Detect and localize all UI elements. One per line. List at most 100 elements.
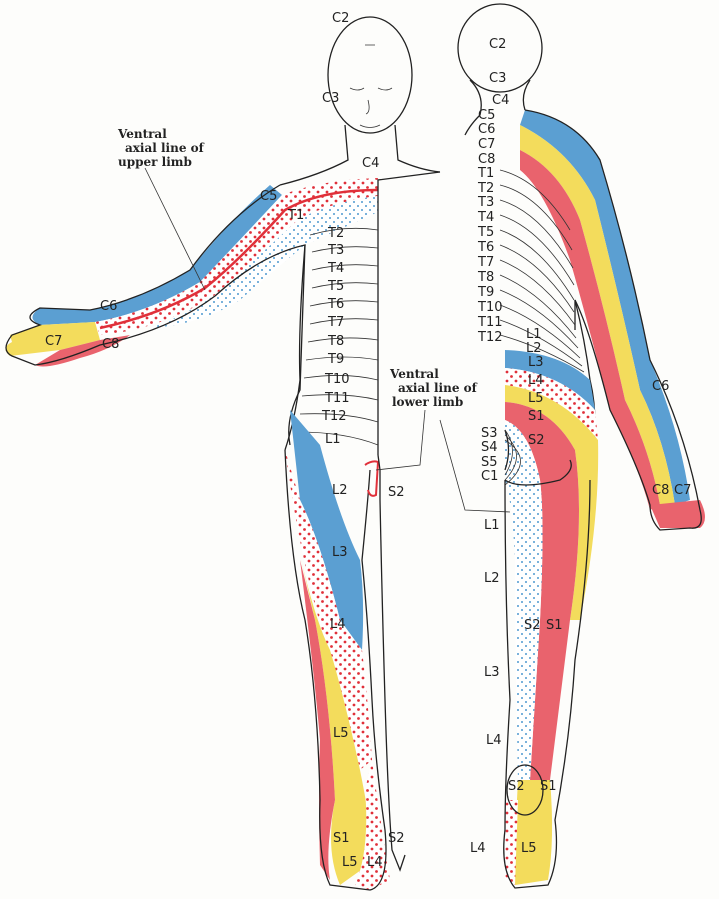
front-left-leg-outline	[377, 454, 406, 872]
label: S2	[388, 485, 405, 500]
back-arm-outline	[524, 109, 702, 531]
label: T7	[327, 315, 344, 330]
label: L1	[526, 327, 542, 342]
front-face-features	[349, 44, 393, 128]
back-trunk-dermatome-lines	[499, 169, 585, 373]
back-heel	[506, 764, 544, 816]
back-arm-c6-blue	[520, 110, 690, 505]
back-leg-l4-yellow-foot	[515, 780, 553, 885]
label: L2	[526, 341, 542, 356]
annotation-line: Ventral	[117, 127, 167, 141]
front-arm-c5-band	[95, 178, 378, 335]
label: C6	[652, 379, 669, 394]
back-arm-c8-red	[520, 150, 660, 510]
label: L2	[332, 483, 348, 498]
front-leg-l3-dots	[285, 450, 372, 770]
label: L4	[367, 855, 383, 870]
back-l5-yellow	[505, 385, 599, 620]
back-lower-axial-line	[439, 419, 511, 513]
label: T7	[477, 255, 494, 270]
label: L5	[528, 391, 544, 406]
annotation-upper-limb: Ventral axial line of upper limb	[117, 127, 205, 169]
label: C6	[478, 122, 495, 137]
front-figure	[5, 16, 441, 891]
label: L3	[528, 355, 544, 370]
back-arm-c7-yellow	[520, 125, 675, 505]
label: S1	[528, 409, 545, 424]
label: L3	[332, 545, 348, 560]
front-hand-c8	[35, 335, 130, 367]
front-upper-axial-line	[99, 188, 379, 330]
annotation-line: lower limb	[392, 395, 463, 409]
label: C8	[652, 483, 669, 498]
label: C5	[260, 189, 277, 204]
front-hand-c7	[5, 322, 101, 356]
label: T3	[477, 195, 494, 210]
label: S3	[481, 426, 498, 441]
label: L3	[484, 665, 500, 680]
label: L4	[330, 617, 346, 632]
label: T5	[477, 225, 494, 240]
label: T9	[327, 352, 344, 367]
label: T1	[477, 166, 494, 181]
label: T6	[477, 240, 494, 255]
front-foot-l4-dots	[355, 760, 390, 890]
back-leg-outline	[503, 479, 591, 889]
annotation-line: upper limb	[118, 155, 192, 169]
front-neck-shoulder	[279, 124, 441, 186]
label: L5	[342, 855, 358, 870]
label: T12	[321, 409, 346, 424]
label: T4	[477, 210, 494, 225]
label: S1	[540, 779, 557, 794]
label: T11	[324, 391, 349, 406]
label: C7	[478, 137, 495, 152]
label: T5	[327, 279, 344, 294]
label: C2	[489, 37, 506, 52]
back-s1-red	[505, 402, 579, 780]
annotation-line: axial line of	[125, 141, 205, 155]
back-figure	[439, 3, 705, 889]
label: S1	[546, 618, 563, 633]
label: L5	[333, 726, 349, 741]
label: T9	[477, 285, 494, 300]
label: L4	[486, 733, 502, 748]
label: S5	[481, 455, 498, 470]
label: L5	[521, 841, 537, 856]
front-lower-axial-line	[375, 409, 426, 471]
back-head	[457, 3, 543, 93]
label: C7	[45, 334, 62, 349]
label: C8	[478, 152, 495, 167]
label: S2	[528, 433, 545, 448]
back-s2-blue-dots	[505, 420, 543, 780]
back-hand	[650, 500, 705, 528]
annotation-line: Ventral	[389, 367, 439, 381]
label: L2	[484, 571, 500, 586]
back-labels: C2 C3 C4 C5 C6 C7 C8 T1 T2 T3 T4 T5 T6 T…	[470, 37, 691, 856]
back-l3-blue	[505, 350, 595, 410]
label: C1	[481, 469, 498, 484]
front-labels: C2 C3 C4 C5 T1 C6 C7 C8 T2 T3 T4 T5 T6 T…	[45, 11, 405, 870]
label: T3	[327, 243, 344, 258]
label: T1	[287, 208, 304, 223]
label: T8	[327, 334, 344, 349]
front-head	[327, 16, 413, 134]
front-torso-outline	[284, 171, 441, 455]
label: T10	[324, 372, 349, 387]
label: S1	[333, 831, 350, 846]
front-arm-c6-band	[32, 185, 282, 325]
front-groin	[364, 460, 380, 497]
back-l4-dots	[505, 368, 598, 440]
label: L1	[484, 518, 500, 533]
back-buttock-outline	[504, 429, 572, 486]
label: C7	[674, 483, 691, 498]
label: S2	[524, 618, 541, 633]
label: T2	[477, 181, 494, 196]
label: T10	[477, 300, 502, 315]
label: C8	[102, 337, 119, 352]
annotation-lower-limb: Ventral axial line of lower limb	[389, 367, 478, 409]
label: C5	[478, 108, 495, 123]
annotation-line: axial line of	[398, 381, 478, 395]
label: C3	[322, 91, 339, 106]
label: T2	[327, 226, 344, 241]
